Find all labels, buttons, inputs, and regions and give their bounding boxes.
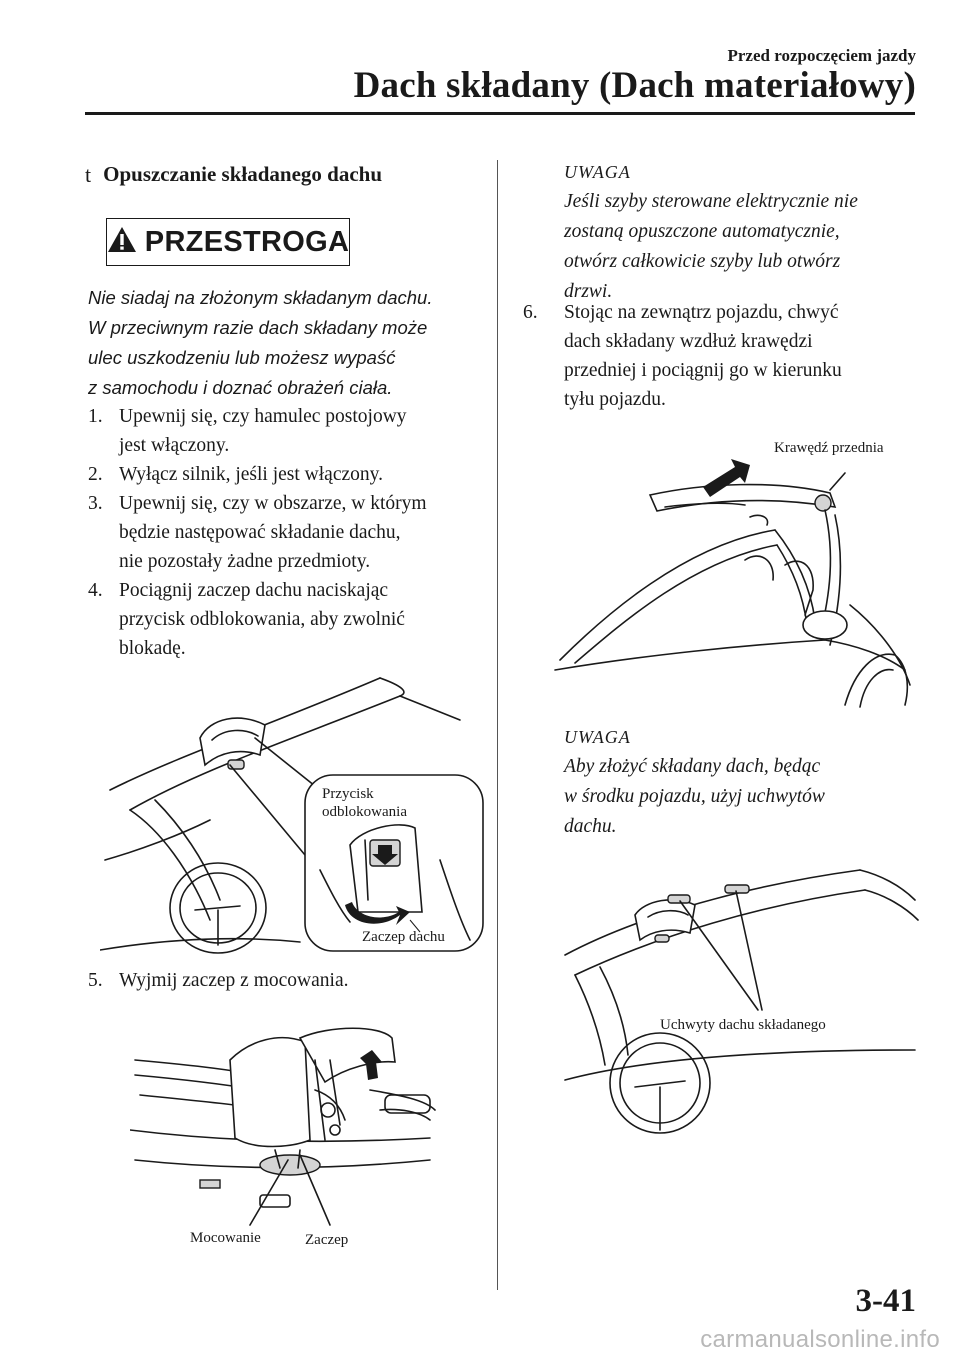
header-rule	[85, 112, 915, 115]
step-number: 5.	[88, 970, 103, 991]
note-body: Aby złożyć składany dach, będąc w środku…	[564, 752, 919, 842]
figure-latch-mount	[129, 1020, 440, 1235]
step-4: 4. Pociągnij zaczep dachu naciskając prz…	[88, 576, 493, 663]
step-1: 1. Upewnij się, czy hamulec postojowy je…	[88, 402, 493, 460]
caution-line: z samochodu i doznać obrażeń ciała.	[88, 377, 393, 398]
column-divider	[497, 160, 498, 1290]
note-body: Jeśli szyby sterowane elektrycznie nie z…	[564, 187, 919, 307]
figure-roof-handles	[560, 855, 920, 1140]
step-number: 3.	[88, 493, 103, 514]
step-number: 6.	[523, 302, 538, 323]
figure-label-front-edge: Krawędź przednia	[774, 440, 884, 456]
step-line: blokadę.	[119, 638, 186, 659]
caution-box: PRZESTROGA	[106, 218, 350, 266]
figure-label-roof-handles: Uchwyty dachu składanego	[660, 1017, 826, 1033]
step-line: Wyłącz silnik, jeśli jest włączony.	[119, 464, 383, 485]
label-line: odblokowania	[322, 804, 407, 820]
note-line: Jeśli szyby sterowane elektrycznie nie	[564, 191, 858, 212]
note-line: Aby złożyć składany dach, będąc	[564, 756, 821, 777]
figure-label-release-button: Przycisk odblokowania	[322, 785, 407, 821]
figure-front-edge-drawing	[554, 459, 911, 708]
label-line: Przycisk	[322, 786, 374, 802]
step-line: będzie następować składanie dachu,	[119, 522, 401, 543]
step-number: 2.	[88, 464, 103, 485]
figure-label-latch: Zaczep	[305, 1232, 349, 1248]
step-line: nie pozostały żadne przedmioty.	[119, 551, 371, 572]
step-line: tyłu pojazdu.	[564, 389, 666, 410]
figure-release-button	[99, 660, 490, 955]
note-heading: UWAGA	[564, 162, 631, 182]
step-line: Upewnij się, czy w obszarze, w którym	[119, 493, 427, 514]
section-heading: t Opuszczanie składanego dachu	[85, 162, 382, 188]
step-6: 6. Stojąc na zewnątrz pojazdu, chwyć dac…	[523, 298, 923, 414]
step-2: 2. Wyłącz silnik, jeśli jest włączony.	[88, 460, 493, 489]
step-line: Upewnij się, czy hamulec postojowy	[119, 406, 407, 427]
step-3: 3. Upewnij się, czy w obszarze, w którym…	[88, 489, 498, 576]
note-line: dachu.	[564, 816, 617, 837]
caution-line: Nie siadaj na złożonym składanym dachu.	[88, 287, 433, 308]
step-5: 5. Wyjmij zaczep z mocowania.	[88, 966, 493, 995]
watermark: carmanualsonline.info	[700, 1326, 940, 1353]
step-number: 1.	[88, 406, 103, 427]
step-line: dach składany wzdłuż krawędzi	[564, 331, 813, 352]
header-section-label: Przed rozpoczęciem jazdy	[727, 46, 917, 65]
page-title: Dach składany (Dach materiałowy)	[353, 65, 916, 106]
note-inside: UWAGA Aby złożyć składany dach, będąc w …	[564, 727, 919, 842]
note-line: otwórz całkowicie szyby lub otwórz	[564, 251, 841, 272]
note-heading: UWAGA	[564, 727, 631, 747]
caution-line: ulec uszkodzeniu lub możesz wypaść	[88, 347, 396, 368]
step-line: przycisk odblokowania, aby zwolnić	[119, 609, 405, 630]
warning-triangle-icon	[107, 226, 137, 258]
figure-front-edge	[545, 455, 915, 710]
step-line: przedniej i pociągnij go w kierunku	[564, 360, 842, 381]
section-marker: t	[85, 162, 92, 187]
caution-line: W przeciwnym razie dach składany może	[88, 317, 428, 338]
figure-latch-mount-drawing	[129, 1027, 436, 1226]
note-windows: UWAGA Jeśli szyby sterowane elektrycznie…	[564, 162, 919, 307]
caution-label: PRZESTROGA	[144, 225, 350, 258]
note-line: zostaną opuszczone automatycznie,	[564, 221, 840, 242]
step-line: Pociągnij zaczep dachu naciskając	[119, 580, 389, 601]
section-heading-text: Opuszczanie składanego dachu	[103, 162, 383, 186]
step-line: Stojąc na zewnątrz pojazdu, chwyć	[564, 302, 839, 323]
figure-label-roof-latch: Zaczep dachu	[362, 929, 445, 945]
step-line: jest włączony.	[119, 435, 230, 456]
figure-release-button-drawing	[99, 677, 484, 954]
figure-label-mount: Mocowanie	[190, 1230, 261, 1246]
step-number: 4.	[88, 580, 103, 601]
caution-text: Nie siadaj na złożonym składanym dachu. …	[88, 283, 493, 403]
step-line: Wyjmij zaczep z mocowania.	[119, 970, 349, 991]
page-number: 3-41	[855, 1283, 917, 1319]
note-line: w środku pojazdu, użyj uchwytów	[564, 786, 825, 807]
note-line: drzwi.	[564, 281, 613, 302]
figure-roof-handles-drawing	[564, 869, 919, 1134]
